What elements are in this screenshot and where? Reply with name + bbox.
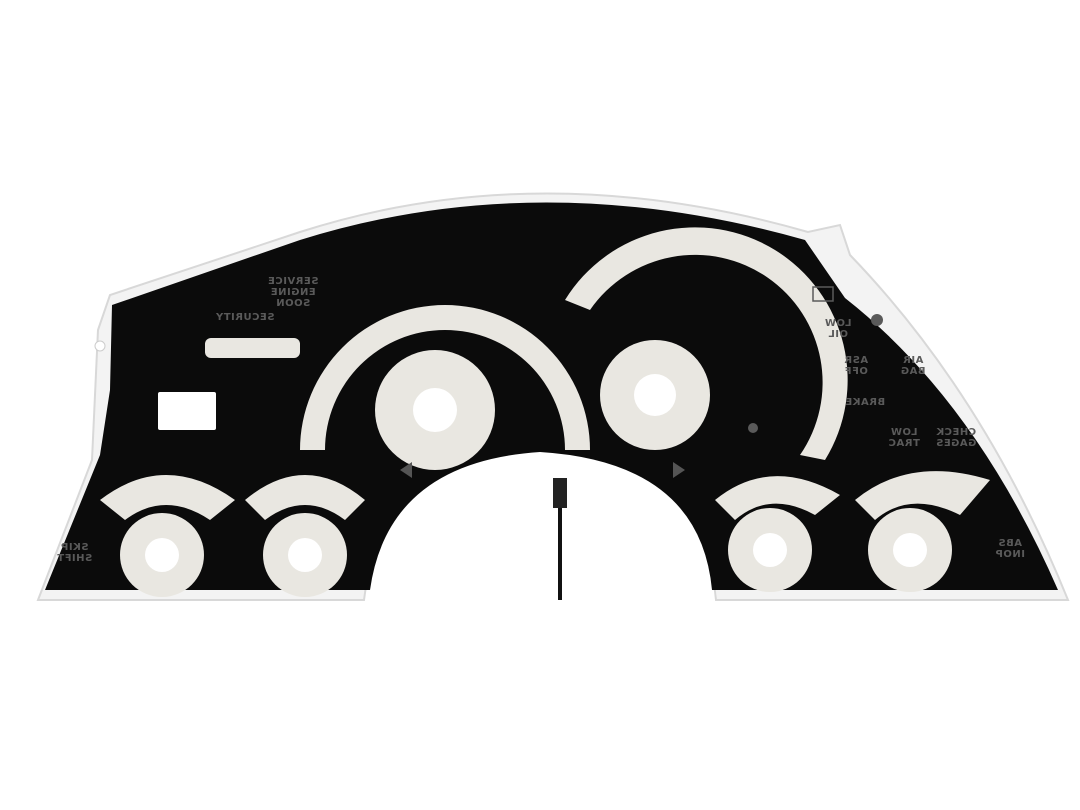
- speedometer-overlay: [205, 305, 590, 470]
- label-check-gages: CHECK GAGES: [935, 427, 977, 449]
- label-air-bag: AIR BAG: [900, 355, 926, 377]
- battery-icon: [812, 286, 834, 302]
- label-security: SECURITY: [215, 312, 275, 323]
- mounting-hole: [94, 340, 106, 352]
- label-service-engine-soon: SERVICE ENGINE SOON: [267, 276, 319, 309]
- connector: [553, 478, 567, 508]
- label-skip-shift: SKIP SHIFT: [56, 542, 93, 564]
- small-gauges: [100, 471, 990, 597]
- label-abs-inop: ABS INOP: [995, 538, 1025, 560]
- tachometer-overlay: [565, 227, 848, 460]
- left-arrow-icon: [400, 462, 412, 478]
- label-brake: BRAKE: [844, 397, 886, 408]
- seatbelt-icon: [871, 314, 883, 326]
- label-low-oil: LOW OIL: [824, 318, 852, 340]
- right-arrow-icon: [673, 462, 685, 478]
- headlight-icon: [748, 423, 758, 433]
- label-low-trac: LOW TRAC: [888, 427, 920, 449]
- display-window: [158, 392, 216, 430]
- label-asr-off: ASR OFF: [843, 355, 869, 377]
